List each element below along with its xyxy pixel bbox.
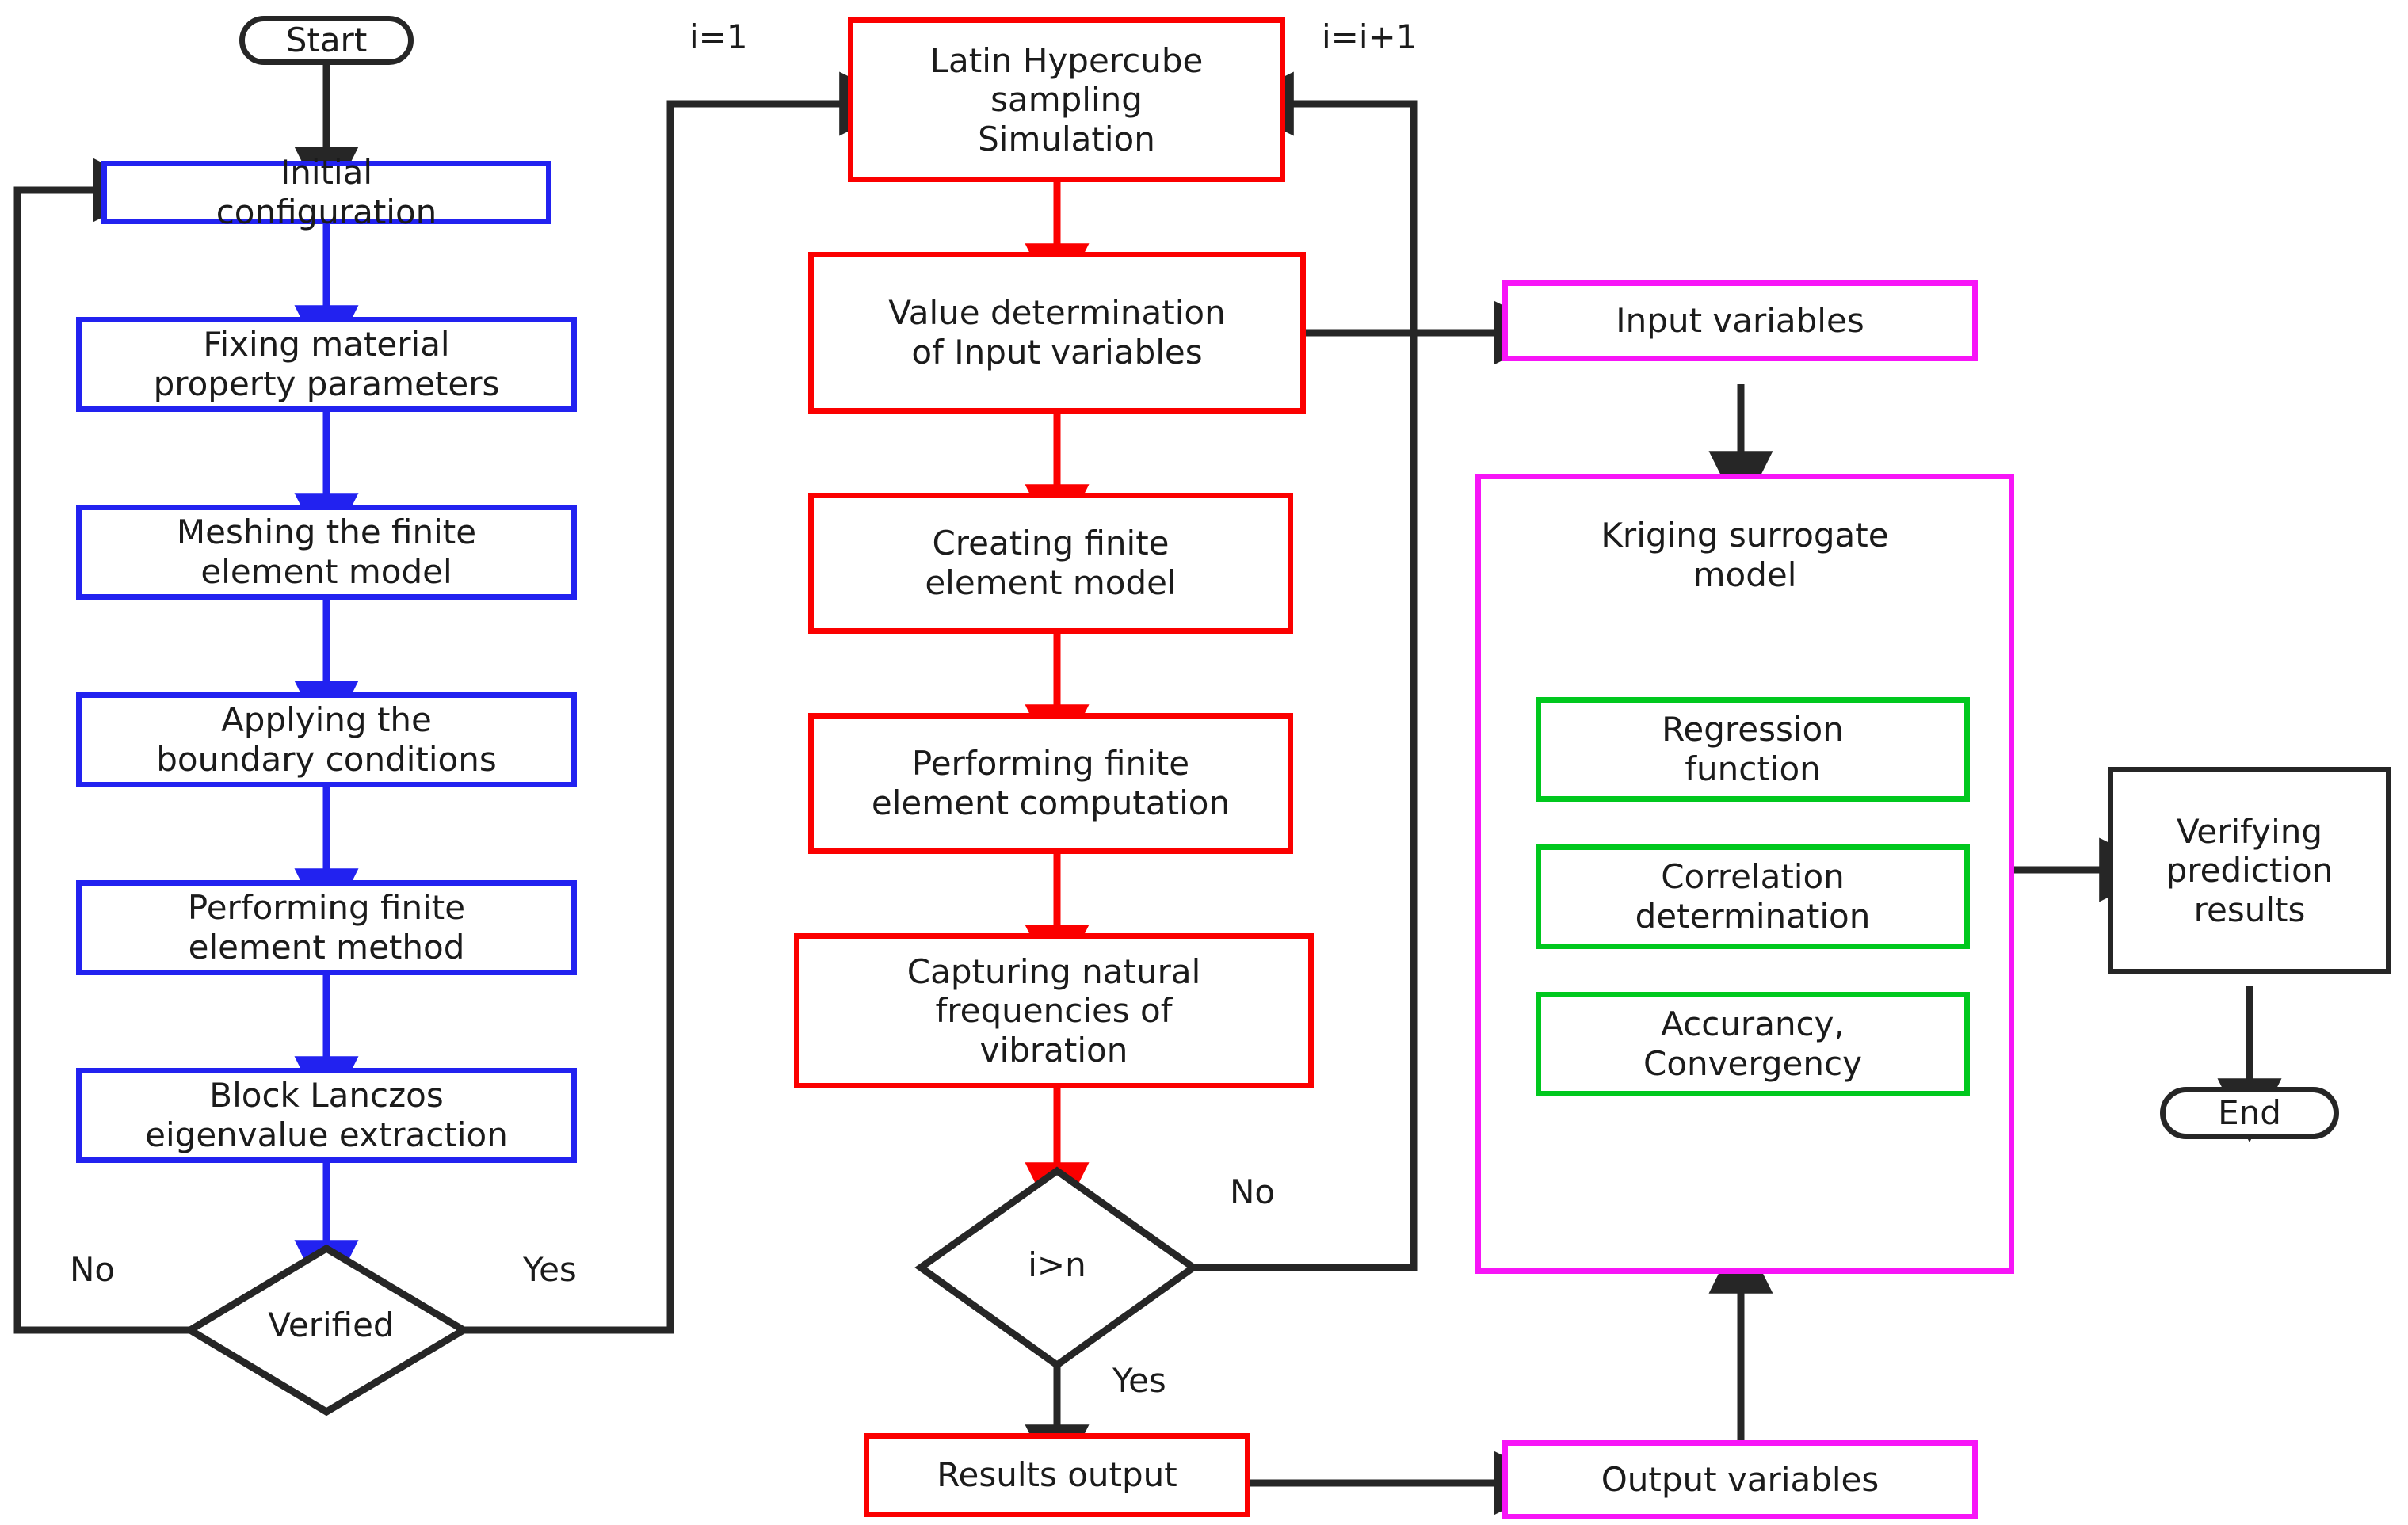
verified-yes-label: Yes [523,1250,577,1289]
step-meshing-finite-element-model[interactable]: Meshing the finite element model [76,505,577,600]
io-input-variables[interactable]: Input variables [1502,280,1978,361]
in-decision-yes-label: Yes [1112,1361,1166,1400]
start-terminator[interactable]: Start [239,16,414,65]
end-terminator[interactable]: End [2160,1087,2339,1139]
step-applying-boundary-conditions[interactable]: Applying the boundary conditions [76,692,577,787]
decision-shapes [183,1166,1200,1416]
loop-increment-label: i=i+1 [1322,17,1418,56]
kriging-item-accurancy-convergency[interactable]: Accurancy, Convergency [1536,992,1970,1096]
middle-column-connectors [1025,71,1559,1515]
verified-label: Verified [268,1306,395,1344]
step-results-output[interactable]: Results output [864,1433,1250,1517]
kriging-item-correlation-determination[interactable]: Correlation determination [1536,844,1970,949]
step-capturing-natural-frequencies[interactable]: Capturing natural frequencies of vibrati… [794,933,1314,1088]
step-latin-hypercube-sampling[interactable]: Latin Hypercube sampling Simulation [848,17,1285,182]
step-value-determination-input-variables[interactable]: Value determination of Input variables [808,252,1306,414]
step-block-lanczos-eigenvalue-extraction[interactable]: Block Lanczos eigenvalue extraction [76,1068,577,1163]
io-output-variables[interactable]: Output variables [1502,1440,1978,1519]
verified-no-label: No [70,1250,116,1289]
step-performing-finite-element-computation[interactable]: Performing finite element computation [808,713,1293,854]
in-decision-no-label: No [1230,1172,1276,1211]
left-column-connectors [13,63,904,1334]
right-column-connectors [1708,384,2282,1440]
kriging-surrogate-model-title: Kriging surrogate model [1601,516,1889,594]
in-decision-label: i>n [1028,1245,1086,1284]
step-verifying-prediction-results[interactable]: Verifying prediction results [2108,767,2391,974]
step-creating-finite-element-model[interactable]: Creating finite element model [808,493,1293,634]
kriging-item-regression-function[interactable]: Regression function [1536,697,1970,802]
step-initial-configuration[interactable]: Initial configuration [101,153,551,231]
step-fixing-material-properties[interactable]: Fixing material property parameters [76,317,577,412]
step-performing-finite-element-method[interactable]: Performing finite element method [76,880,577,975]
loop-init-label: i=1 [689,17,748,56]
